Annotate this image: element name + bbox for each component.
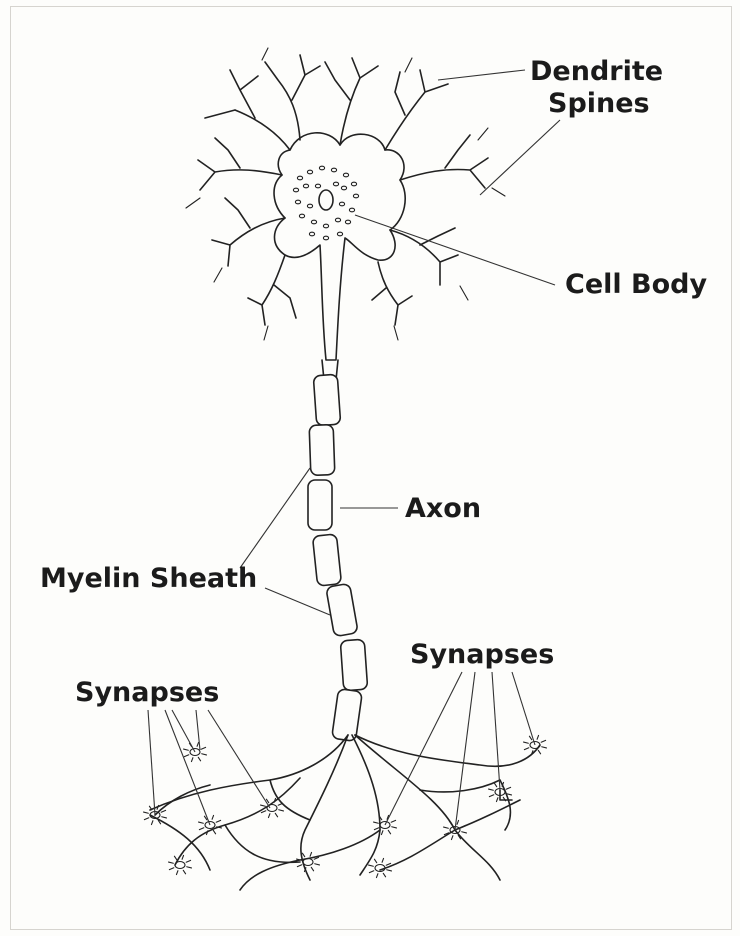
granule [315, 184, 320, 188]
granule [309, 232, 314, 236]
granule [341, 186, 346, 190]
label-synapses-left: Synapses [75, 677, 219, 708]
granule [323, 224, 328, 228]
granule [297, 176, 302, 180]
myelin-segment [312, 534, 341, 586]
myelin-segment [340, 639, 367, 691]
synapse-star [169, 855, 192, 874]
granule [335, 218, 340, 222]
granule [339, 202, 344, 206]
label-spines: Spines [548, 88, 650, 119]
granule [351, 182, 356, 186]
myelin-segment [308, 480, 332, 530]
granule [331, 168, 336, 172]
synapse-star [369, 858, 392, 877]
label-myelin-sheath: Myelin Sheath [40, 563, 257, 594]
myelin-segment [313, 374, 340, 426]
granule [293, 188, 298, 192]
cell-body-shape [274, 133, 405, 360]
cell-body-granules [293, 166, 358, 240]
myelin-segment [309, 425, 335, 476]
granule [353, 194, 358, 198]
axon-terminal-branches [150, 735, 540, 890]
granule [311, 220, 316, 224]
dendrites [186, 48, 505, 340]
granule [349, 208, 354, 212]
granule [343, 173, 348, 177]
label-synapses-right: Synapses [410, 639, 554, 670]
granule [307, 170, 312, 174]
label-axon: Axon [405, 493, 481, 524]
myelin-segment [332, 689, 363, 742]
granule [345, 220, 350, 224]
label-dendrite: Dendrite [530, 56, 663, 87]
granule [307, 204, 312, 208]
granule [319, 166, 324, 170]
granule [337, 232, 342, 236]
granule [299, 214, 304, 218]
label-cell-body: Cell Body [565, 269, 707, 300]
myelin-sheath-segments [308, 374, 368, 741]
granule [323, 236, 328, 240]
myelin-segment [326, 583, 358, 636]
synapse-markers [144, 735, 547, 877]
granule [333, 182, 338, 186]
granule [295, 200, 300, 204]
granule [303, 184, 308, 188]
